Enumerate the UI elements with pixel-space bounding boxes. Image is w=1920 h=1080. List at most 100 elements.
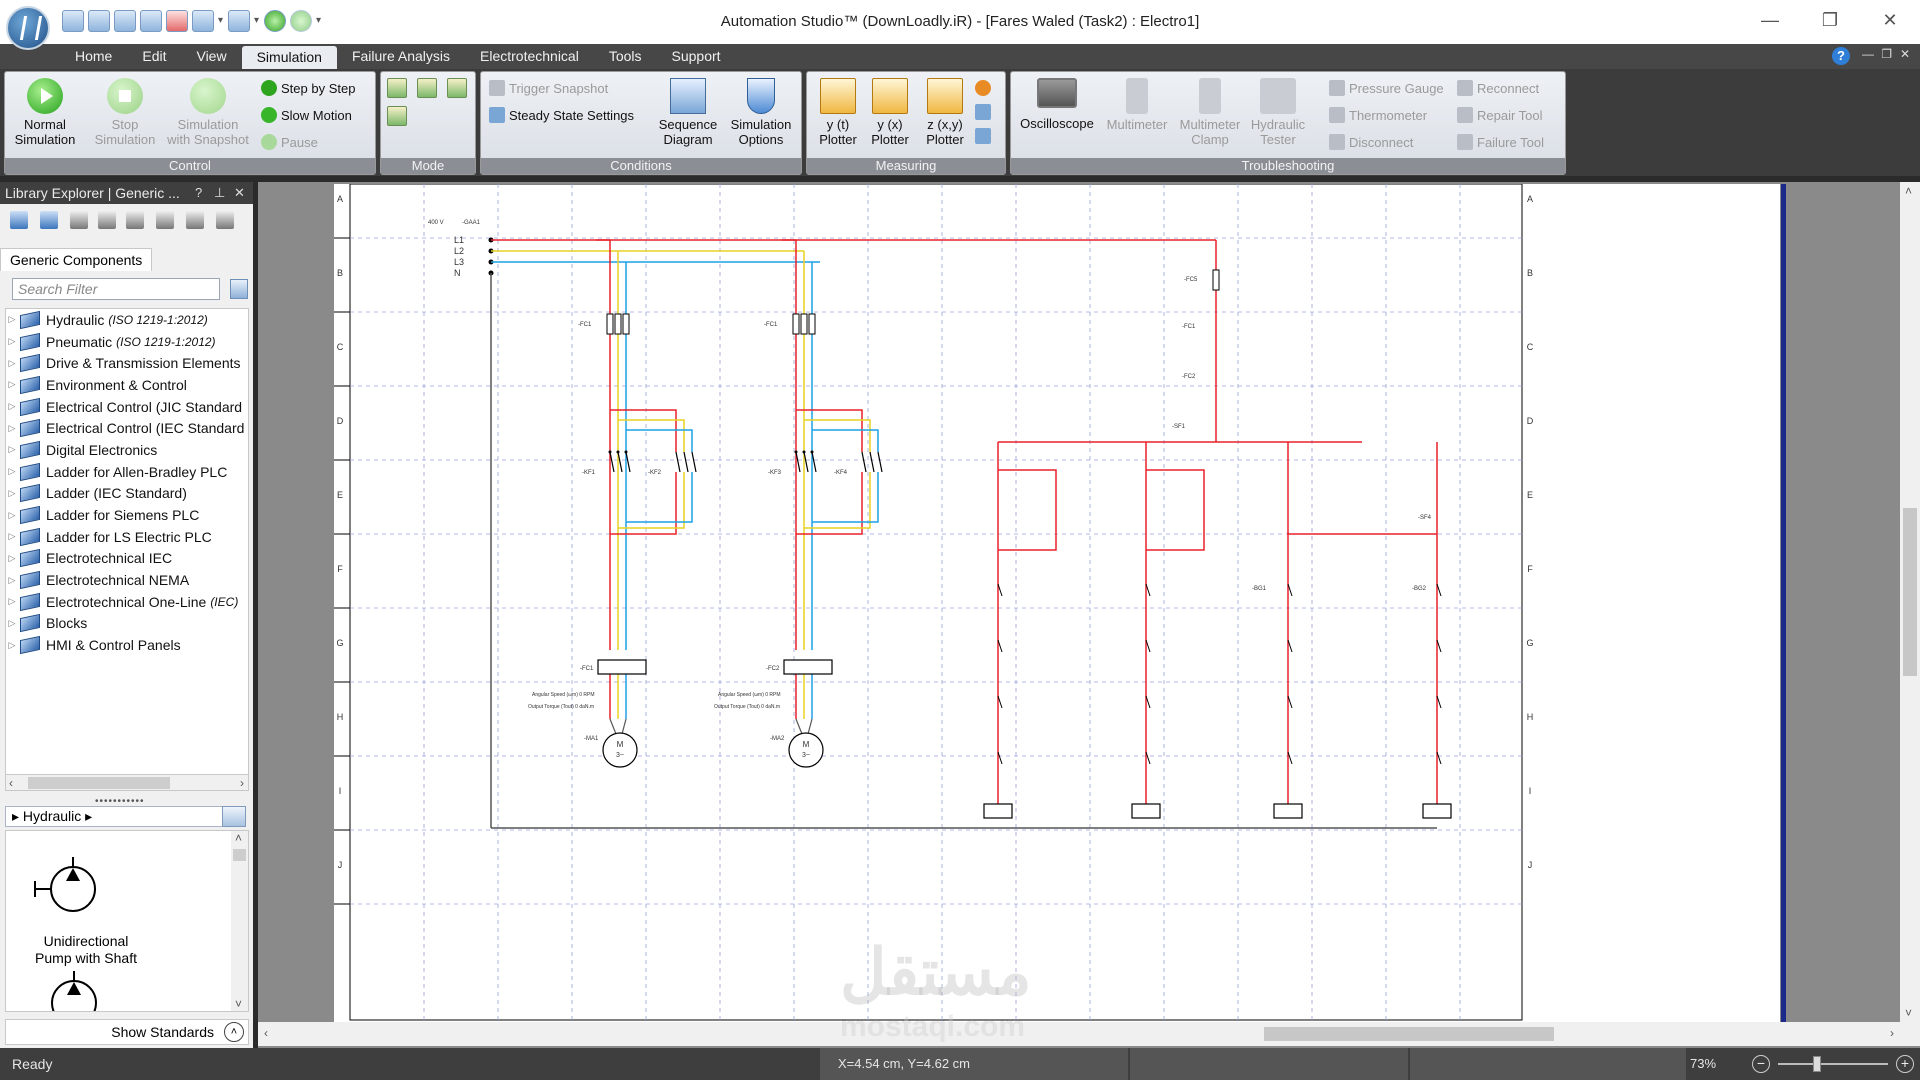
expand-icon[interactable]: ▷ [8,639,16,650]
undo-icon[interactable] [192,10,214,32]
simulation-with-snapshot-button[interactable]: Simulation with Snapshot [163,78,253,147]
close-button[interactable]: ✕ [1882,10,1898,30]
restore-button[interactable]: ❐ [1821,10,1839,30]
close-document-icon[interactable] [166,10,188,32]
preview-scroll-thumb[interactable] [233,849,246,861]
tree-item[interactable]: ▷Environment & Control [6,374,248,396]
expand-icon[interactable]: ▷ [8,357,16,368]
tab-electrotechnical[interactable]: Electrotechnical [480,48,579,64]
pump-symbol-2-icon[interactable] [46,971,106,1011]
expand-icon[interactable]: ▷ [8,422,16,433]
tab-failure-analysis[interactable]: Failure Analysis [351,48,450,64]
tab-edit[interactable]: Edit [142,48,167,64]
pause-button[interactable]: Pause [261,134,318,150]
undo-dropdown-icon[interactable]: ▾ [218,15,224,26]
yt-plotter-button[interactable]: y (t) Plotter [813,78,863,147]
scroll-down-icon[interactable]: ˅ [1905,1006,1913,1020]
mode-edit-icon[interactable] [387,78,407,98]
tree-item[interactable]: ▷Electrotechnical NEMA [6,569,248,591]
library-open-icon[interactable] [10,211,28,229]
tree-item[interactable]: ▷Blocks [6,613,248,635]
scroll-up-icon[interactable]: ˄ [1905,184,1913,198]
zoom-in-icon[interactable]: + [1896,1055,1914,1073]
pressure-gauge-button[interactable]: Pressure Gauge [1329,80,1444,96]
help-icon[interactable]: ? [1832,47,1850,65]
expand-icon[interactable]: ▷ [8,314,16,325]
lock-icon[interactable] [216,211,234,229]
expand-icon[interactable]: ▷ [8,574,16,585]
expand-icon[interactable]: ▷ [8,444,16,455]
tree-item[interactable]: ▷Ladder for Siemens PLC [6,504,248,526]
repair-tool-button[interactable]: Repair Tool [1457,107,1543,123]
expand-icon[interactable]: ▷ [8,552,16,563]
oscilloscope-button[interactable]: Oscilloscope [1015,78,1099,131]
library-props-icon[interactable] [98,211,116,229]
tree-item[interactable]: ▷Ladder (IEC Standard) [6,483,248,505]
tree-item[interactable]: ▷Electrical Control (JIC Standard [6,396,248,418]
simulation-options-button[interactable]: Simulation Options [725,78,797,147]
canvas-vertical-scrollbar[interactable]: ˄ ˅ [1900,182,1920,1022]
disconnect-button[interactable]: Disconnect [1329,134,1413,150]
redo-icon[interactable] [228,10,250,32]
normal-simulation-button[interactable]: Normal Simulation [13,78,77,147]
tree-item[interactable]: ▷HMI & Control Panels [6,634,248,656]
expand-icon[interactable]: ▷ [8,509,16,520]
chevron-up-icon[interactable]: ˄ [224,1022,244,1042]
expand-icon[interactable]: ▷ [8,336,16,347]
library-edit-icon[interactable] [70,211,88,229]
customize-qat-icon[interactable]: ▾ [316,15,322,26]
search-options-icon[interactable] [230,279,248,299]
tab-support[interactable]: Support [671,48,721,64]
mdi-restore-icon[interactable]: ❐ [1881,47,1892,61]
delete-measure-icon[interactable] [975,80,991,96]
mode-simulate-icon[interactable] [417,78,437,98]
mode-layer-icon[interactable] [447,78,467,98]
slow-motion-button[interactable]: Slow Motion [261,107,352,123]
steady-state-settings-button[interactable]: Steady State Settings [489,107,634,123]
save-icon[interactable] [114,10,136,32]
expand-icon[interactable]: ▷ [8,617,16,628]
tree-item[interactable]: ▷Electrotechnical IEC [6,548,248,570]
mdi-minimize-icon[interactable]: — [1862,47,1874,61]
redo-dropdown-icon[interactable]: ▾ [254,15,260,26]
probe-network-icon[interactable] [975,128,991,144]
new-file-icon[interactable] [62,10,84,32]
hydraulic-tester-button[interactable]: Hydraulic Tester [1247,78,1309,147]
tree-item[interactable]: ▷Ladder for Allen-Bradley PLC [6,461,248,483]
tab-generic-components[interactable]: Generic Components [0,248,153,271]
zoom-slider[interactable] [1778,1063,1888,1065]
app-logo-icon[interactable] [6,6,50,50]
tree-item[interactable]: ▷Ladder for LS Electric PLC [6,526,248,548]
scroll-up-icon[interactable]: ˄ [235,831,243,845]
mdi-close-icon[interactable]: ✕ [1899,47,1910,61]
minimize-button[interactable]: — [1761,10,1779,30]
scroll-left-icon[interactable]: ‹ [9,776,13,790]
open-file-icon[interactable] [88,10,110,32]
zxy-plotter-button[interactable]: z (x,y) Plotter [917,78,973,147]
canvas-horizontal-scrollbar[interactable]: ‹ › [258,1022,1920,1046]
tab-simulation[interactable]: Simulation [241,46,337,69]
thermometer-button[interactable]: Thermometer [1329,107,1427,123]
stop-icon[interactable] [290,10,312,32]
multimeter-button[interactable]: Multimeter [1101,78,1173,132]
tree-item[interactable]: ▷Electrotechnical One-Line(IEC) [6,591,248,613]
probe-icon[interactable] [975,104,991,120]
failure-tool-button[interactable]: Failure Tool [1457,134,1544,150]
scroll-thumb[interactable] [28,777,170,789]
tab-view[interactable]: View [196,48,227,64]
run-icon[interactable] [264,10,286,32]
tree-item[interactable]: ▷Hydraulic(ISO 1219-1:2012) [6,309,248,331]
zoom-out-icon[interactable]: − [1752,1055,1770,1073]
tab-home[interactable]: Home [75,48,113,64]
library-horizontal-scrollbar[interactable]: ‹ › [5,774,249,791]
scroll-down-icon[interactable]: ˅ [235,997,243,1011]
expand-icon[interactable]: ▷ [8,487,16,498]
expand-icon[interactable]: ▷ [8,401,16,412]
expand-icon[interactable]: ▷ [8,531,16,542]
expand-icon[interactable]: ▷ [8,596,16,607]
save-all-icon[interactable] [140,10,162,32]
tab-tools[interactable]: Tools [608,48,642,64]
library-tree-icon[interactable] [156,211,174,229]
